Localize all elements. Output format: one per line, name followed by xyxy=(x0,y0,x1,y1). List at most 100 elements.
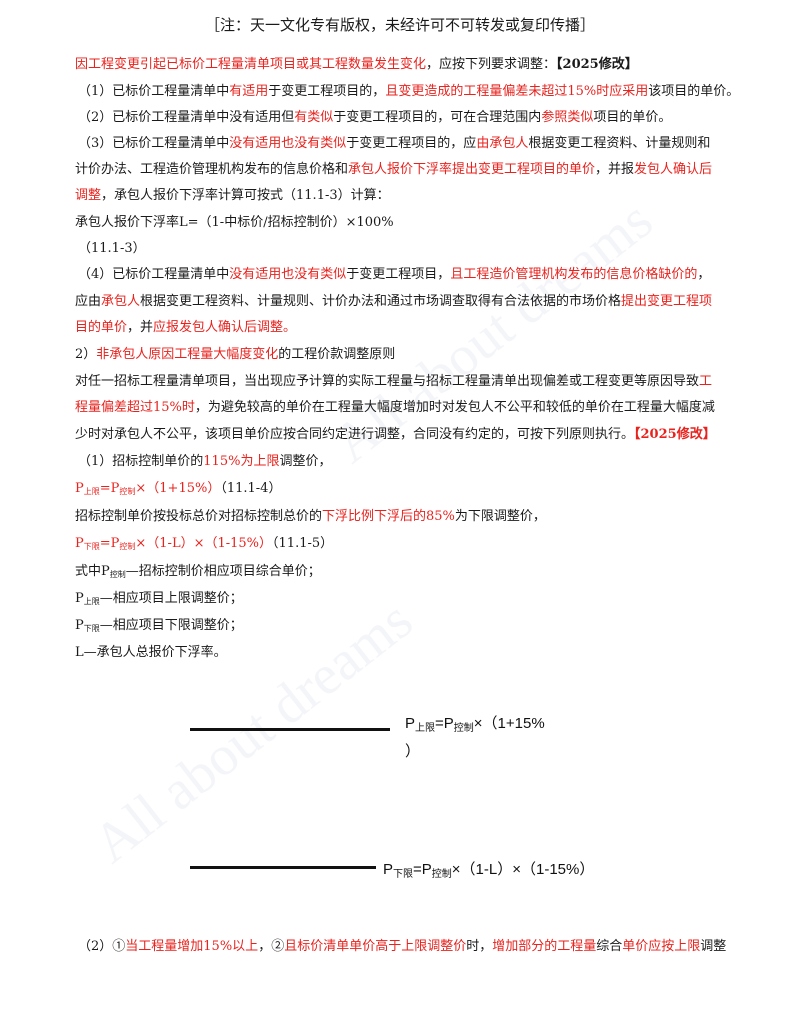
para-line: 应由承包人根据变更工程资料、计量规则、计价办法和通过市场调查取得有合法依据的市场… xyxy=(75,292,755,312)
text-segment: ×（1-L）×（1-15%） xyxy=(135,536,273,551)
text-segment: （11.1-4） xyxy=(220,481,282,496)
text-segment: 式中P xyxy=(75,564,110,579)
text-segment: ， xyxy=(697,267,711,282)
text-segment: 有适用 xyxy=(229,84,269,99)
text-segment: 有类似 xyxy=(294,110,334,125)
para-line: 承包人报价下浮率L=（1-中标价/招标控制价）×100% xyxy=(75,213,755,233)
text-segment: —相应项目下限调整价； xyxy=(99,618,243,633)
para-line: 少时对承包人不公平，该项目单价应按合同约定进行调整，合同没有约定的，可按下列原则… xyxy=(75,425,755,445)
para-line: 程量偏差超过15%时，为避免较高的单价在工程量大幅度增加时对发包人不公平和较低的… xyxy=(75,398,755,418)
formula-line: P下限=P控制×（1-L）×（1-15%）（11.1-5） xyxy=(75,534,755,557)
text-segment: （2）已标价工程量清单中没有适用但 xyxy=(78,110,295,125)
text-segment: （4）已标价工程量清单中 xyxy=(78,267,230,282)
text-segment: P xyxy=(75,536,84,551)
text-segment: 调整 xyxy=(75,188,102,203)
text-segment: （2）① xyxy=(78,939,126,954)
para-line: 2）非承包人原因工程量大幅度变化的工程价款调整原则 xyxy=(75,345,755,365)
formula-upper-close: ） xyxy=(405,743,421,760)
text-segment: 上限 xyxy=(83,487,100,496)
text-segment: 没有适用也没有类似 xyxy=(229,267,347,282)
para-line: L—承包人总报价下浮率。 xyxy=(75,643,755,663)
text-segment: 承包人报价下浮率提出变更工程项目的单价 xyxy=(348,162,596,177)
text-segment: 应由 xyxy=(75,294,102,309)
text-segment: 对任一招标工程量清单项目，当出现应予计算的实际工程量与招标工程量清单出现偏差或工… xyxy=(75,374,700,389)
para-line: 招标控制单价按投标总价对招标控制总价的下浮比例下浮后的85%为下限调整价， xyxy=(75,507,755,527)
text-segment: 目的单价 xyxy=(75,320,128,335)
para-line: 因工程变更引起已标价工程量清单项目或其工程数量发生变化，应按下列要求调整：【20… xyxy=(75,55,755,75)
text-segment: 控制 xyxy=(119,542,136,551)
text-segment: L—承包人总报价下浮率。 xyxy=(75,645,227,660)
text-segment: ×（1+15%） xyxy=(135,481,221,496)
text-segment: 承包人 xyxy=(101,294,141,309)
text-segment: 当工程量增加15%以上 xyxy=(125,939,259,954)
text-segment: P xyxy=(75,591,84,606)
para-line: （2）①当工程量增加15%以上，②且标价清单单价高于上限调整价时，增加部分的工程… xyxy=(78,937,758,957)
text-segment: 115%为上限 xyxy=(203,454,280,469)
para-line: 式中P控制—招标控制价相应项目综合单价； xyxy=(75,562,755,585)
text-segment: （11.1-3） xyxy=(78,241,146,256)
text-segment: 计价办法、工程造价管理机构发布的信息价格和 xyxy=(75,162,349,177)
text-segment: 于变更工程项目的，应 xyxy=(346,136,477,151)
text-segment: 由承包人 xyxy=(476,136,529,151)
para-line: P上限—相应项目上限调整价； xyxy=(75,589,755,612)
text-segment: 项目的单价。 xyxy=(593,110,672,125)
text-segment: 上限 xyxy=(83,597,100,606)
text-segment: 控制 xyxy=(109,570,126,579)
text-segment: （3）已标价工程量清单中 xyxy=(78,136,230,151)
text-segment: 调整价， xyxy=(279,454,332,469)
text-segment: 根据变更工程资料、计量规则和 xyxy=(528,136,711,151)
para-line: （3）已标价工程量清单中没有适用也没有类似于变更工程项目的，应由承包人根据变更工… xyxy=(78,134,758,154)
text-segment: ，并报 xyxy=(595,162,635,177)
text-segment: 于变更工程项目， xyxy=(346,267,451,282)
para-line: 目的单价，并应报发包人确认后调整。 xyxy=(75,318,755,338)
formula-rule xyxy=(190,866,376,869)
formula-rule xyxy=(190,728,390,731)
text-segment: 增加部分的工程量 xyxy=(492,939,597,954)
para-line: P下限—相应项目下限调整价； xyxy=(75,616,755,639)
text-segment: =P xyxy=(99,536,120,551)
text-segment: 的工程价款调整原则 xyxy=(278,347,396,362)
text-segment: ，承包人报价下浮率计算可按式（11.1-3）计算： xyxy=(101,188,390,203)
text-segment: （1）已标价工程量清单中 xyxy=(78,84,230,99)
para-line: （11.1-3） xyxy=(78,239,758,259)
text-segment: 控制 xyxy=(119,487,136,496)
para-line: 对任一招标工程量清单项目，当出现应予计算的实际工程量与招标工程量清单出现偏差或工… xyxy=(75,372,755,392)
text-segment: 该项目的单价。 xyxy=(648,84,740,99)
text-segment: =P xyxy=(99,481,120,496)
formula-upper: P上限=P控制×（1+15% xyxy=(405,715,545,734)
copyright-header: ［注：天一文化专有版权，未经许可不可转发或复印传播］ xyxy=(204,16,595,34)
para-line: （1）招标控制单价的115%为上限调整价， xyxy=(78,452,758,472)
formula-line: P上限=P控制×（1+15%）（11.1-4） xyxy=(75,479,755,502)
text-segment: 工 xyxy=(699,374,713,389)
text-segment: 没有适用也没有类似 xyxy=(229,136,347,151)
text-segment: 【2025修改】 xyxy=(634,427,716,442)
para-line: （1）已标价工程量清单中有适用于变更工程项目的，且变更造成的工程量偏差未超过15… xyxy=(78,82,758,102)
text-segment: 参照类似 xyxy=(541,110,594,125)
text-segment: 且工程造价管理机构发布的信息价格缺价的 xyxy=(450,267,698,282)
text-segment: 非承包人原因工程量大幅度变化 xyxy=(96,347,279,362)
text-segment: 应报发包人确认后调整。 xyxy=(153,320,297,335)
text-segment: （1）招标控制单价的 xyxy=(78,454,204,469)
text-segment: 下限 xyxy=(83,624,100,633)
text-segment: 调整 xyxy=(700,939,727,954)
text-segment: 根据变更工程资料、计量规则、计价办法和通过市场调查取得有合法依据的市场价格 xyxy=(140,294,622,309)
text-segment: 综合 xyxy=(596,939,623,954)
text-segment: —招标控制价相应项目综合单价； xyxy=(125,564,321,579)
text-segment: 【2025修改】 xyxy=(556,57,638,72)
text-segment: 因工程变更引起已标价工程量清单项目或其工程数量发生变化 xyxy=(75,57,427,72)
text-segment: 时， xyxy=(466,939,493,954)
text-segment: P xyxy=(75,481,84,496)
text-segment: 少时对承包人不公平，该项目单价应按合同约定进行调整，合同没有约定的，可按下列原则… xyxy=(75,427,635,442)
text-segment: 发包人确认后 xyxy=(634,162,713,177)
para-line: 计价办法、工程造价管理机构发布的信息价格和承包人报价下浮率提出变更工程项目的单价… xyxy=(75,160,755,180)
text-segment: （11.1-5） xyxy=(272,536,334,551)
text-segment: ，并 xyxy=(127,320,154,335)
text-segment: 程量偏差超过15%时 xyxy=(75,400,195,415)
text-segment: 于变更工程项目的，可在合理范围内 xyxy=(333,110,542,125)
text-segment: ，应按下列要求调整： xyxy=(426,57,557,72)
para-line: 调整，承包人报价下浮率计算可按式（11.1-3）计算： xyxy=(75,186,755,206)
text-segment: P xyxy=(75,618,84,633)
text-segment: 下限 xyxy=(83,542,100,551)
text-segment: 于变更工程项目的， xyxy=(268,84,386,99)
para-line: （4）已标价工程量清单中没有适用也没有类似于变更工程项目，且工程造价管理机构发布… xyxy=(78,265,758,285)
